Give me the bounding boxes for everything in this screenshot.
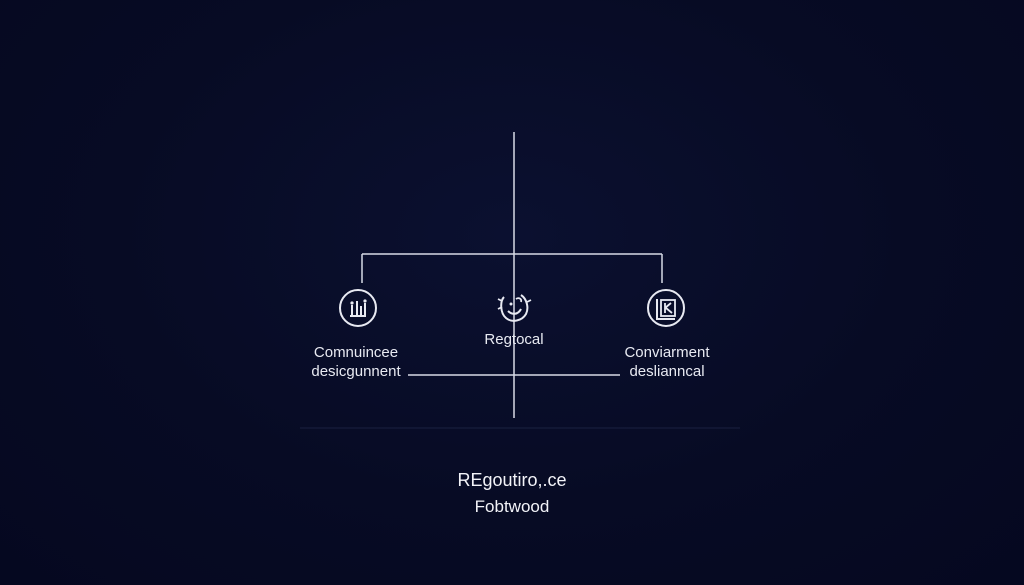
footer-title: REgoutiro,.ce [457, 470, 567, 490]
node-label-left: Comnuincee desicgunnent [306, 343, 406, 381]
node-label-left-line1: Comnuincee [313, 344, 399, 361]
letter-k-icon [647, 289, 685, 327]
node-label-right: Conviarment deslianncal [613, 343, 721, 381]
node-label-right-line1: Conviarment [624, 344, 710, 361]
hand-signal-icon [339, 289, 377, 327]
footer-subtitle: Fobtwood [474, 497, 550, 516]
node-label-right-line2: deslianncal [629, 363, 705, 380]
node-label-center: Regtocal [469, 330, 559, 349]
node-label-center-line1: Regtocal [484, 331, 544, 348]
face-icon [497, 294, 532, 322]
node-label-left-line2: desicgunnent [311, 363, 401, 380]
